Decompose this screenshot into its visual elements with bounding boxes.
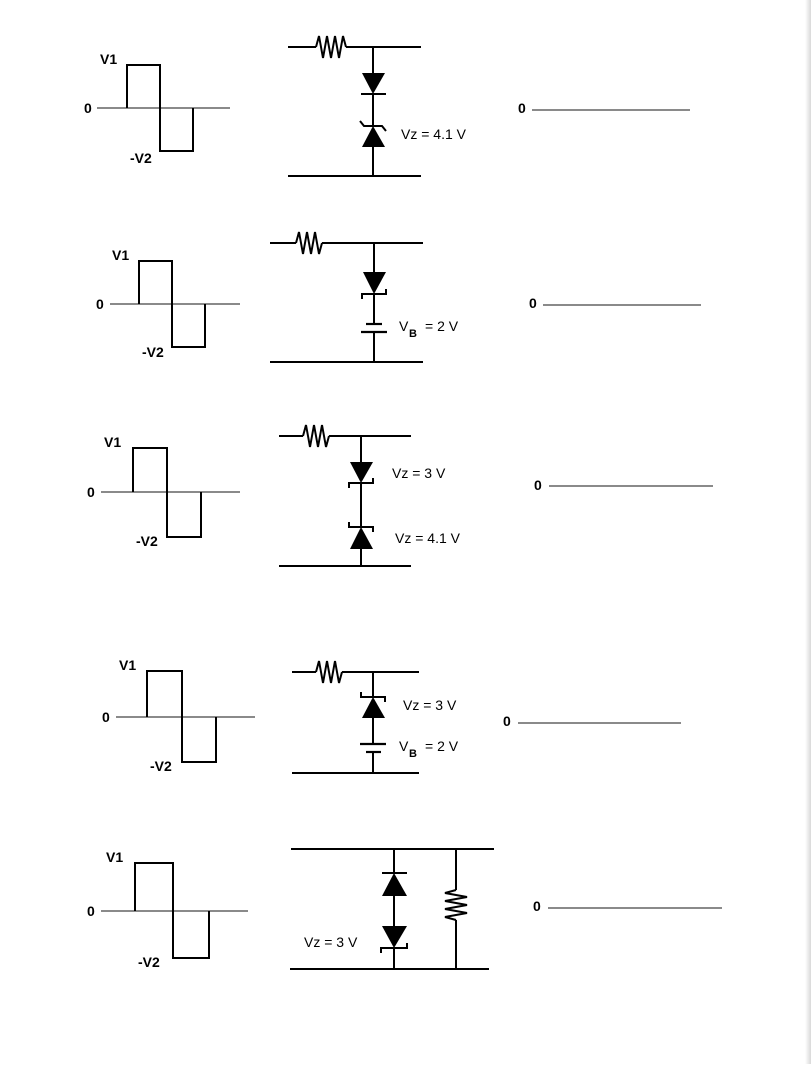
- output-axis-2: 0: [529, 295, 701, 311]
- output-axis-3: 0: [534, 477, 713, 493]
- waveform-1-zero-label: 0: [84, 100, 92, 116]
- battery-2-label: V B = 2 V: [399, 318, 459, 340]
- output-axis-4: 0: [503, 713, 681, 729]
- circuit-4-schematic: Vz = 3 V V B = 2 V: [292, 660, 459, 774]
- battery-4-subscript: B: [409, 748, 417, 760]
- resistor-3: [302, 424, 330, 448]
- output-axis-1: 0: [518, 100, 690, 116]
- resistor-5: [444, 889, 468, 921]
- waveform-1-v2-label: -V2: [130, 150, 152, 166]
- page-edge-shadow: [805, 0, 811, 1064]
- waveform-4-v1-label: V1: [119, 657, 136, 673]
- resistor-2: [295, 231, 323, 255]
- battery-2: [361, 322, 387, 334]
- circuit-2-schematic: V B = 2 V: [270, 231, 459, 363]
- battery-4-v: V: [399, 738, 409, 754]
- circuit-3-schematic: Vz = 3 V Vz = 4.1 V: [279, 424, 461, 567]
- zener-3b-label: Vz = 4.1 V: [395, 530, 461, 546]
- waveform-2-v1-label: V1: [112, 247, 129, 263]
- output-1-zero-label: 0: [518, 100, 526, 116]
- output-axis-5: 0: [533, 898, 722, 914]
- output-3-zero-label: 0: [534, 477, 542, 493]
- battery-2-subscript: B: [409, 328, 417, 340]
- zener-diode-4: [360, 692, 386, 718]
- input-waveform-4: V1 0 -V2: [102, 657, 255, 774]
- resistor-4: [315, 660, 343, 684]
- battery-4: [360, 742, 386, 754]
- output-2-zero-label: 0: [529, 295, 537, 311]
- waveform-5-zero-label: 0: [87, 903, 95, 919]
- battery-2-value: = 2 V: [425, 318, 459, 334]
- circuit-5: V1 0 -V2 Vz = 3 V 0: [87, 848, 722, 970]
- waveform-3-v1-label: V1: [104, 434, 121, 450]
- zener-diode-1: [359, 120, 387, 147]
- waveform-2-zero-label: 0: [96, 296, 104, 312]
- waveform-5-v2-label: -V2: [138, 954, 160, 970]
- zener-3a-label: Vz = 3 V: [392, 465, 446, 481]
- input-waveform-1: V1 0 -V2: [84, 51, 230, 166]
- battery-4-value: = 2 V: [425, 738, 459, 754]
- zener-4-label: Vz = 3 V: [403, 697, 457, 713]
- output-5-zero-label: 0: [533, 898, 541, 914]
- diode-5: [382, 872, 407, 896]
- waveform-1-v1-label: V1: [100, 51, 117, 67]
- zener-diode-3b: [348, 522, 374, 549]
- waveform-5-v1-label: V1: [106, 849, 123, 865]
- waveform-3-v2-label: -V2: [136, 533, 158, 549]
- zener-1-label: Vz = 4.1 V: [401, 126, 467, 142]
- diode-1: [361, 73, 386, 95]
- output-4-zero-label: 0: [503, 713, 511, 729]
- circuit-5-schematic: Vz = 3 V: [290, 848, 494, 970]
- waveform-3-zero-label: 0: [87, 484, 95, 500]
- resistor-1: [315, 35, 347, 59]
- circuit-1: V1 0 -V2 Vz = 4.1 V 0: [84, 35, 690, 177]
- waveform-4-zero-label: 0: [102, 709, 110, 725]
- battery-4-label: V B = 2 V: [399, 738, 459, 760]
- circuit-2: V1 0 -V2 V B = 2 V: [96, 231, 701, 363]
- input-waveform-2: V1 0 -V2: [96, 247, 240, 360]
- zener-5-label: Vz = 3 V: [304, 934, 358, 950]
- waveform-2-v2-label: -V2: [142, 344, 164, 360]
- battery-2-v: V: [399, 318, 409, 334]
- waveform-4-v2-label: -V2: [150, 758, 172, 774]
- input-waveform-3: V1 0 -V2: [87, 434, 240, 549]
- circuit-4: V1 0 -V2 Vz = 3 V V B = 2 V: [102, 657, 681, 774]
- input-waveform-5: V1 0 -V2: [87, 849, 248, 970]
- circuit-1-schematic: Vz = 4.1 V: [288, 35, 467, 177]
- circuit-3: V1 0 -V2 Vz = 3 V Vz = 4.1 V 0: [87, 424, 713, 567]
